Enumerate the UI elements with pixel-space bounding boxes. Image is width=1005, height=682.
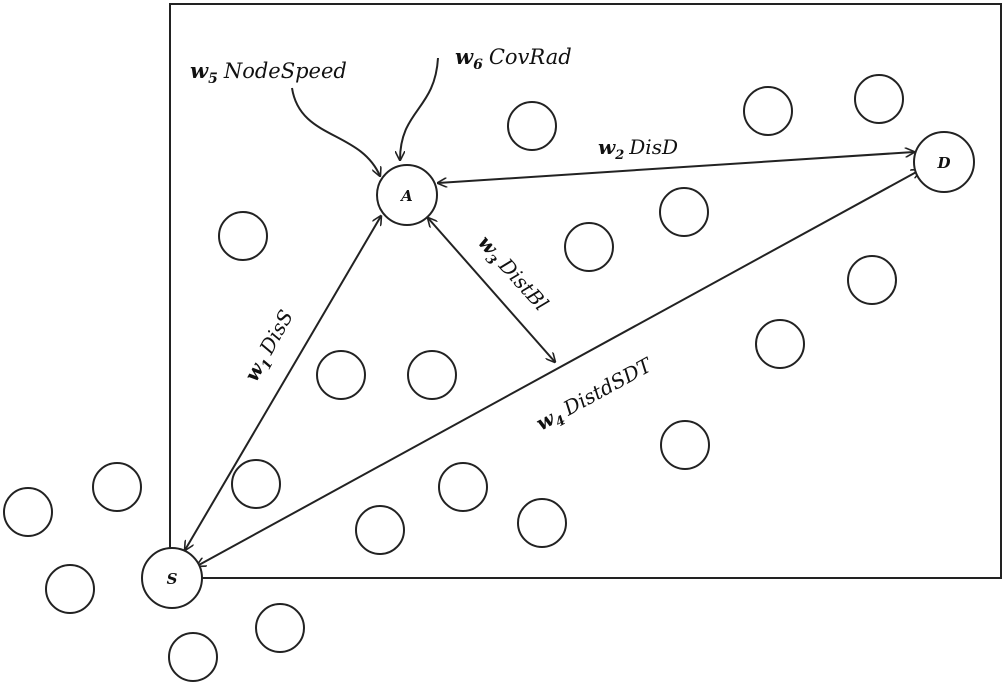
network-node <box>218 211 268 261</box>
candidate-node-circle <box>376 164 438 226</box>
network-node <box>355 505 405 555</box>
label-distance-source: w1DisS <box>239 306 301 388</box>
network-node <box>3 487 53 537</box>
network-node <box>847 255 897 305</box>
network-node <box>755 319 805 369</box>
source-node: S <box>141 547 203 609</box>
network-node <box>255 603 305 653</box>
network-node <box>564 222 614 272</box>
destination-node: D <box>913 131 975 193</box>
background-nodes <box>3 74 904 682</box>
edge-source-to-destination <box>197 170 920 566</box>
network-node <box>854 74 904 124</box>
network-node <box>45 564 95 614</box>
coverage-area-frame <box>169 3 1002 579</box>
label-distance-baseline: w3DistBl <box>470 230 553 318</box>
source-node-circle <box>141 547 203 609</box>
arrow-node-speed <box>291 87 380 176</box>
source-node-label: S <box>167 570 178 588</box>
destination-node-label: D <box>936 154 950 172</box>
arrow-coverage-radius <box>400 57 439 160</box>
network-node <box>659 187 709 237</box>
network-node <box>517 498 567 548</box>
network-node <box>743 86 793 136</box>
network-node <box>660 420 710 470</box>
network-node <box>231 459 281 509</box>
network-node <box>92 462 142 512</box>
network-node <box>407 350 457 400</box>
candidate-node-label: A <box>399 187 413 205</box>
label-distance-sdt: w4DistdSDT <box>532 352 659 439</box>
network-node <box>168 632 218 682</box>
network-node <box>507 101 557 151</box>
network-node <box>438 462 488 512</box>
candidate-node: A <box>376 164 438 226</box>
destination-node-circle <box>913 131 975 193</box>
network-node <box>316 350 366 400</box>
